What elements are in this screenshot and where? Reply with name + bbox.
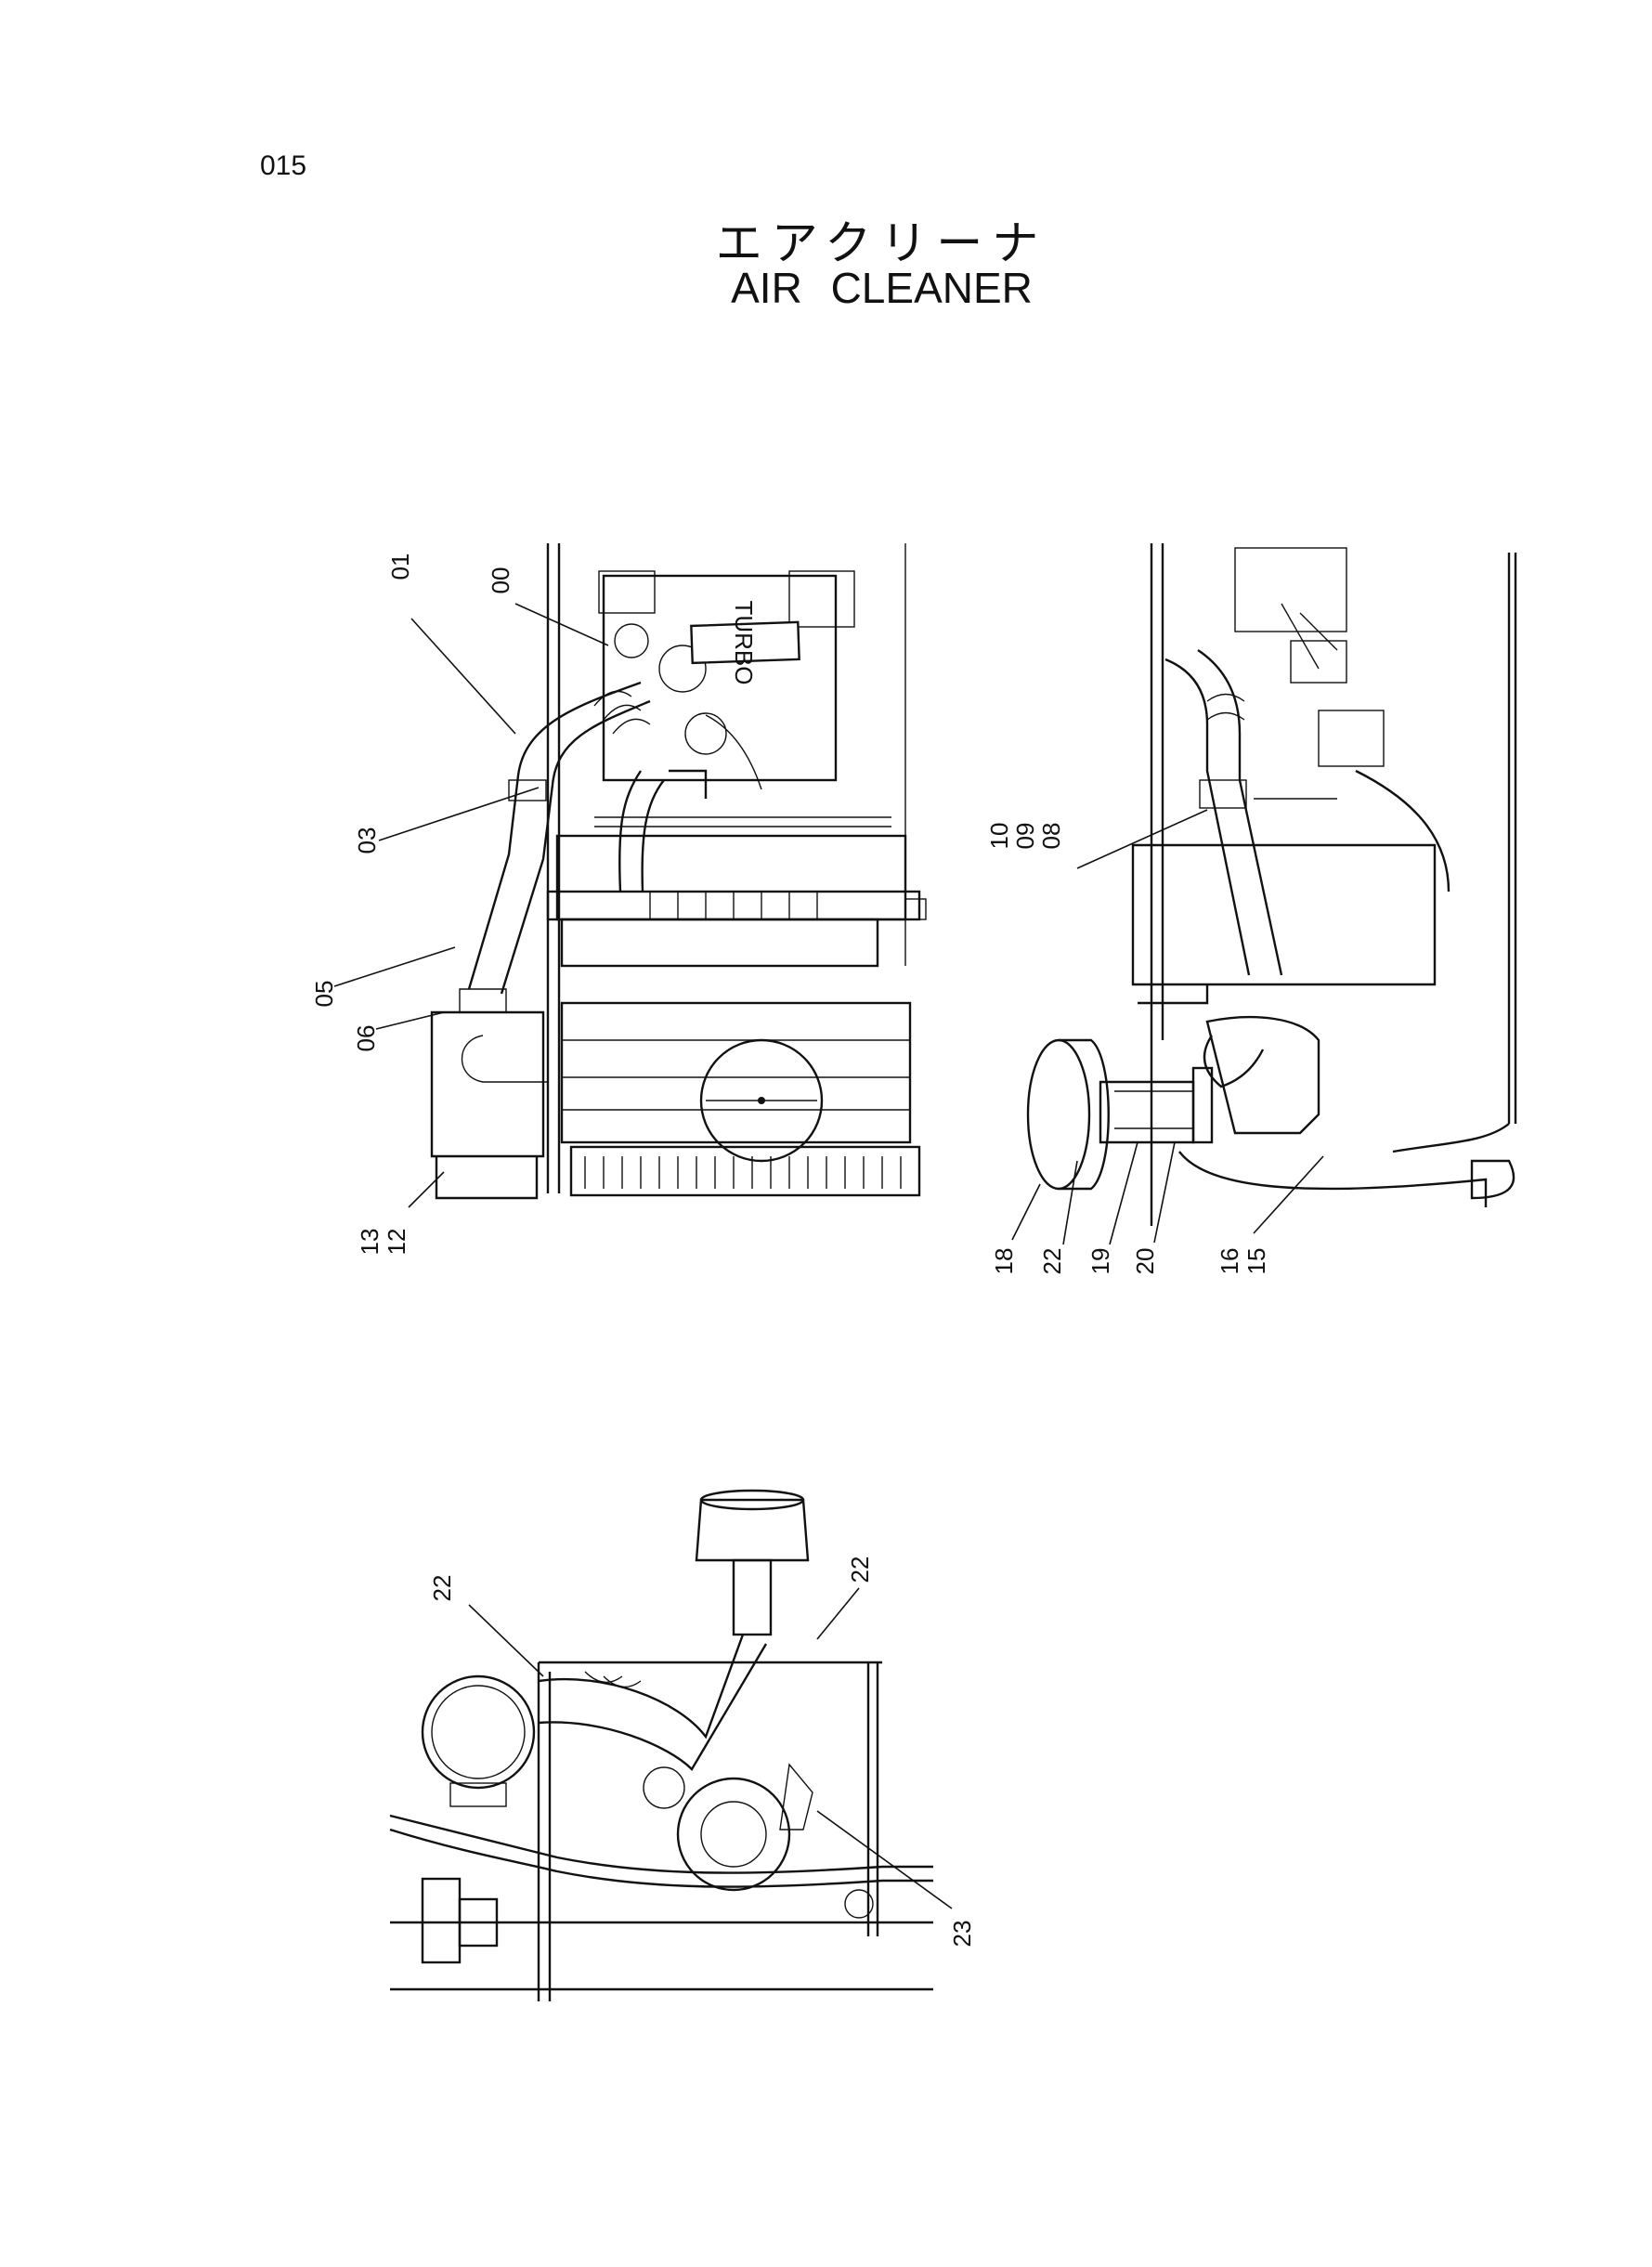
grille: [569, 1145, 921, 1197]
callout-05: 05: [310, 981, 338, 1008]
turbo-plate: [690, 620, 800, 665]
side-tank: [1131, 843, 1437, 986]
page-number: 015: [260, 150, 307, 181]
intake-duct-outer: [467, 681, 642, 990]
radiator: [555, 834, 907, 921]
side-duct-outer: [1164, 658, 1251, 976]
lower-housing: [1205, 1015, 1320, 1135]
side-duct-inner: [1197, 649, 1283, 976]
view-2-side: [1011, 543, 1517, 1245]
round-cleaner-front: [1026, 1038, 1091, 1191]
callout-20: 20: [1131, 1248, 1159, 1275]
callout-06: 06: [352, 1025, 380, 1052]
callout-22-right: 22: [846, 1557, 874, 1583]
callout-19: 19: [1086, 1248, 1114, 1275]
top-cleaner: [695, 1498, 810, 1562]
callout-03: 03: [353, 827, 381, 854]
view-1-top: TURBO: [333, 543, 927, 1208]
left-filter-outer: [421, 1674, 536, 1790]
callout-09: 09: [1011, 823, 1039, 850]
callout-22: 22: [1038, 1248, 1066, 1275]
callout-00: 00: [487, 567, 514, 594]
engine-block: [602, 574, 838, 782]
title-japanese: エアクリーナ: [715, 216, 1048, 270]
lower-frame: [560, 1001, 912, 1144]
title-english: AIR CLEANER: [731, 264, 1033, 312]
callout-01: 01: [386, 554, 414, 580]
callout-18: 18: [990, 1248, 1018, 1275]
bracket-plate: [1318, 710, 1385, 767]
callout-12: 12: [383, 1229, 410, 1256]
crank-pulley: [676, 1777, 791, 1892]
view-3-rear: [389, 1489, 953, 2001]
turbo-label: TURBO: [730, 601, 758, 685]
callout-16: 16: [1216, 1248, 1243, 1275]
elbow-duct-outer: [538, 1634, 745, 1739]
callout-23: 23: [948, 1921, 976, 1948]
view-1-callouts: 01 00 03 05 06 13 12: [310, 554, 514, 1256]
callout-15: 15: [1242, 1248, 1270, 1275]
callout-08: 08: [1037, 823, 1065, 850]
view-3-callouts: 22 22 23: [428, 1557, 976, 1948]
callout-10: 10: [985, 823, 1013, 850]
cleaner-cap: [699, 1038, 824, 1163]
air-cleaner-body: [430, 1010, 545, 1158]
view-2-callouts: 10 09 08 18 22 19 20 16 15: [985, 823, 1270, 1275]
callout-22-left: 22: [428, 1575, 456, 1602]
callout-13: 13: [356, 1229, 384, 1256]
intake-duct-inner: [500, 699, 651, 995]
